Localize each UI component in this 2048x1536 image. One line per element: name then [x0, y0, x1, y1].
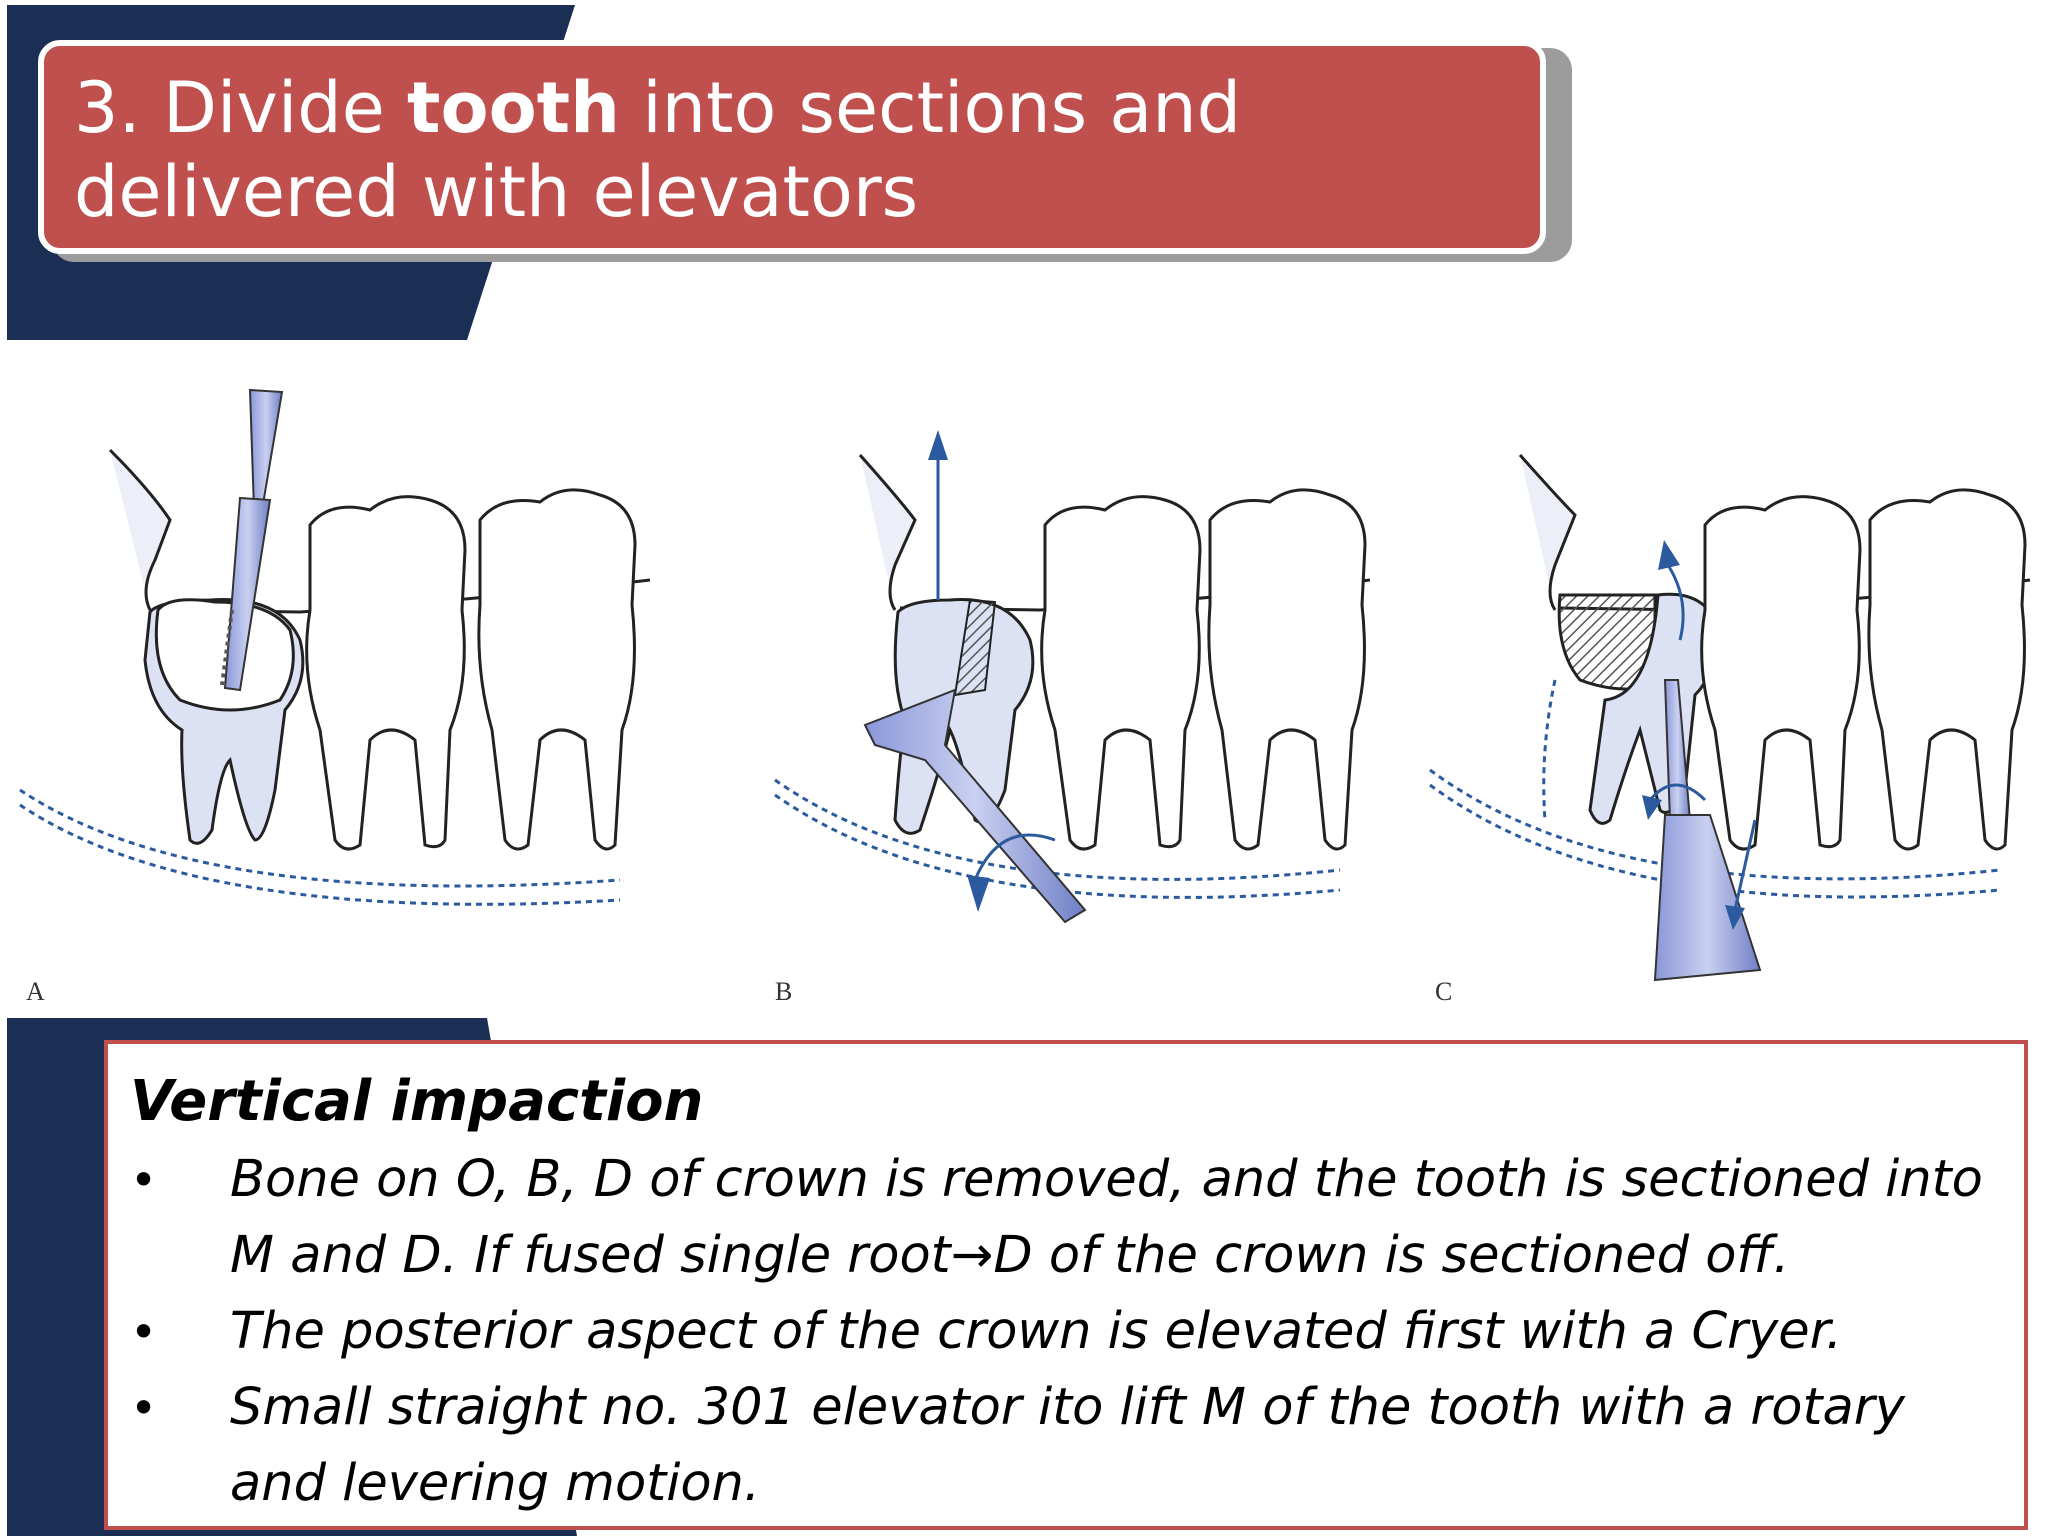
panel-b	[774, 430, 1371, 924]
panel-c	[1429, 454, 2031, 982]
bullet-list: • Bone on O, B, D of crown is removed, a…	[130, 1142, 2024, 1522]
bullet-text: Bone on O, B, D of crown is removed, and…	[230, 1150, 1983, 1285]
title-line-1: 3. Divide tooth into sections and	[74, 66, 1540, 150]
content-box: Vertical impaction • Bone on O, B, D of …	[104, 1040, 2028, 1530]
bullet-item: • Small straight no. 301 elevator ito li…	[130, 1370, 1994, 1522]
slide-title: 3. Divide tooth into sections and delive…	[38, 40, 1546, 254]
title-bold-word: tooth	[407, 67, 620, 149]
content-heading: Vertical impaction	[130, 1069, 704, 1134]
bullet-item: • The posterior aspect of the crown is e…	[130, 1294, 1994, 1370]
panel-a	[19, 388, 651, 906]
bullet-text: The posterior aspect of the crown is ele…	[230, 1302, 1843, 1361]
title-line-2: delivered with elevators	[74, 151, 919, 233]
bullet-text: Small straight no. 301 elevator ito lift…	[230, 1378, 1905, 1513]
bullet-dot-icon: •	[130, 1381, 158, 1435]
bullet-dot-icon: •	[130, 1305, 158, 1359]
title-suffix: into sections and	[619, 67, 1242, 149]
panel-label-c: C	[1435, 977, 1452, 1006]
title-prefix: 3. Divide	[74, 67, 408, 149]
tooth-sectioning-figure: A B C	[0, 350, 2048, 1015]
bullet-item: • Bone on O, B, D of crown is removed, a…	[130, 1142, 1994, 1294]
panel-label-a: A	[26, 977, 45, 1006]
tooth-illustration: A B C	[19, 388, 2031, 1006]
panel-label-b: B	[775, 977, 792, 1006]
bullet-dot-icon: •	[130, 1153, 158, 1207]
